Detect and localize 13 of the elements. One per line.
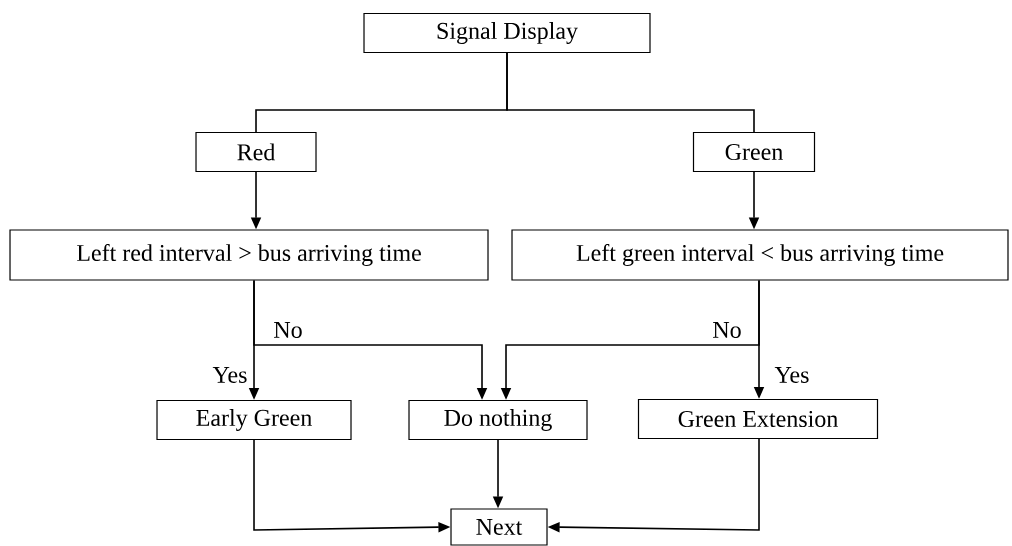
process-box: Signal Display xyxy=(363,12,651,54)
edge-label: Yes xyxy=(774,367,809,383)
process-box: Next xyxy=(450,508,548,546)
edge-label: Yes xyxy=(212,367,247,383)
edge-label: No xyxy=(713,322,741,338)
process-box: Green Extension xyxy=(637,398,879,440)
process-box: Left green interval < bus arriving time xyxy=(511,229,1009,281)
edge-label: No xyxy=(274,322,302,338)
process-box: Left red interval > bus arriving time xyxy=(9,229,489,281)
process-box: Red xyxy=(195,131,317,173)
process-box: Do nothing xyxy=(408,399,588,441)
process-box: Early Green xyxy=(156,399,352,441)
process-box: Green xyxy=(692,131,816,173)
